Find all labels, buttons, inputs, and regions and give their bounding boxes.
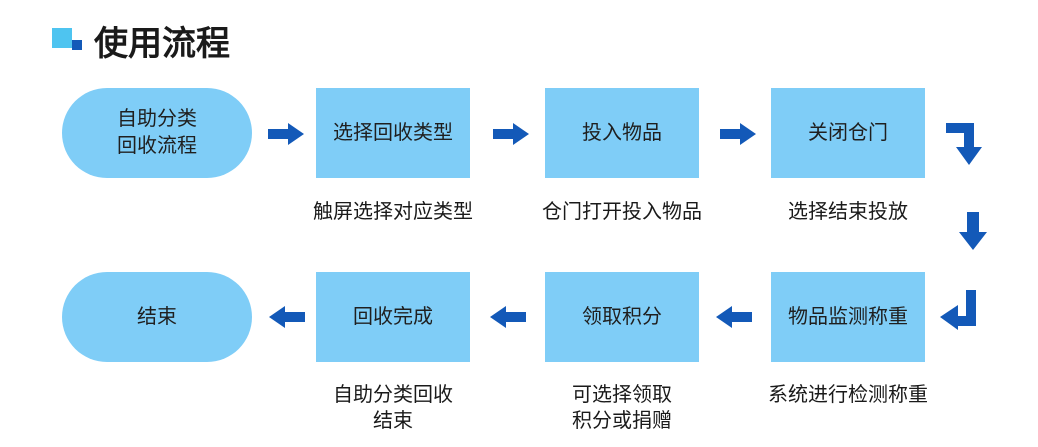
step-insert-items: 投入物品 [545,88,699,178]
arrow-right-icon [720,123,756,145]
corner-arrow-down-icon [946,123,986,165]
caption-weigh-items: 系统进行检测称重 [768,384,928,406]
start-node: 自助分类 回收流程 [62,88,252,178]
caption-claim-points: 可选择领取 积分或捐赠 [572,384,672,432]
step-claim-points: 领取积分 [545,272,699,362]
arrow-left-icon [490,306,526,328]
step-close-door: 关闭仓门 [771,88,925,178]
step-close-door-label: 关闭仓门 [808,121,888,144]
arrow-left-icon [716,306,752,328]
arrow-right-icon [268,123,304,145]
step-weigh-items-label: 物品监测称重 [788,305,908,328]
corner-arrow-left-icon [940,290,980,330]
arrow-down-icon [959,212,987,250]
step-weigh-items: 物品监测称重 [771,272,925,362]
caption-recycle-done: 自助分类回收 结束 [333,384,453,432]
start-node-label: 自助分类 回收流程 [117,108,197,157]
title-text: 使用流程 [94,25,230,63]
step-recycle-done-label: 回收完成 [353,305,433,328]
arrow-left-icon [269,306,305,328]
end-node: 结束 [62,272,252,362]
step-select-type-label: 选择回收类型 [333,121,453,144]
end-node-label: 结束 [137,305,177,328]
step-recycle-done: 回收完成 [316,272,470,362]
caption-close-door: 选择结束投放 [788,201,908,223]
step-insert-items-label: 投入物品 [582,121,662,144]
caption-select-type: 触屏选择对应类型 [313,201,473,223]
title-square-icon [52,28,82,54]
arrow-right-icon [493,123,529,145]
step-select-type: 选择回收类型 [316,88,470,178]
caption-insert-items: 仓门打开投入物品 [542,201,702,223]
step-claim-points-label: 领取积分 [582,305,662,328]
